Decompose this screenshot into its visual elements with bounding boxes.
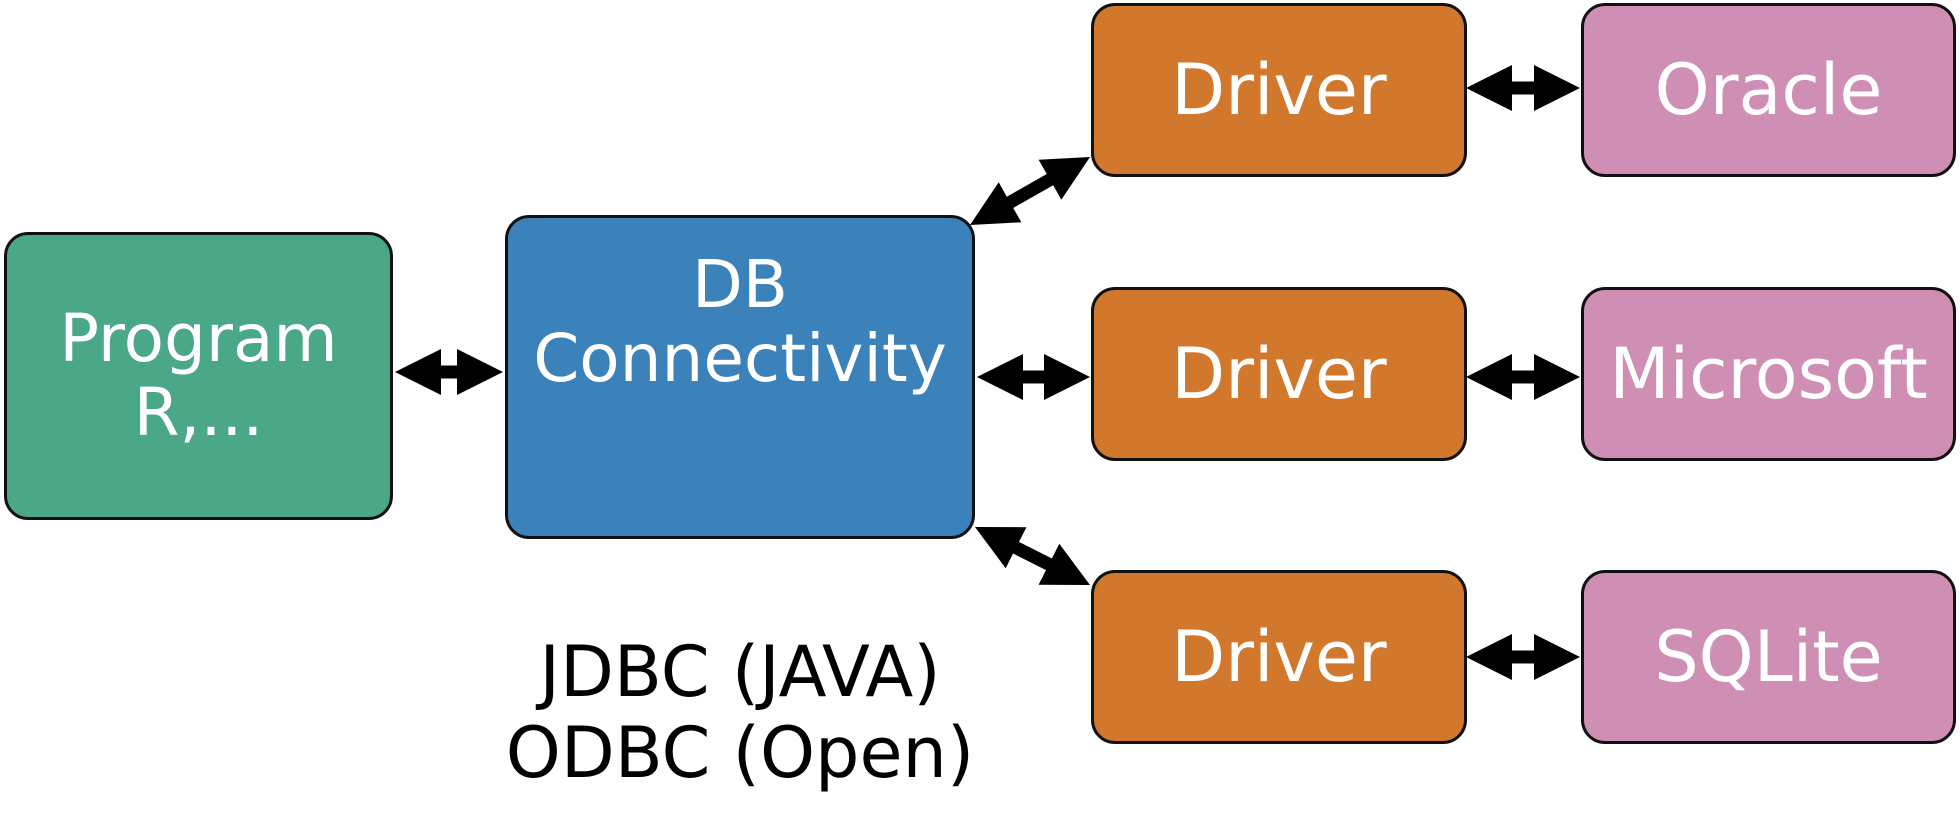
driver-label: Driver [1171,332,1387,415]
arrow-driver-3-to-sqlite [1466,634,1580,680]
api-caption: JDBC (JAVA) ODBC (Open) [440,631,1040,795]
oracle-label: Oracle [1654,48,1883,131]
db-connectivity-label-line1: DB [691,246,789,323]
arrow-driver-2-to-microsoft [1466,354,1580,400]
driver-node-1: Driver [1091,3,1467,177]
program-node: Program R,... [4,232,393,520]
driver-node-3: Driver [1091,570,1467,744]
sqlite-label: SQLite [1654,615,1883,698]
sqlite-node: SQLite [1581,570,1956,744]
driver-node-2: Driver [1091,287,1467,461]
arrow-program-to-db-connectivity [395,349,503,395]
program-label: Program [59,300,338,378]
arrow-db-connectivity-to-driver-2 [977,354,1090,400]
oracle-node: Oracle [1581,3,1956,177]
driver-label: Driver [1171,48,1387,131]
jdbc-caption: JDBC (JAVA) [539,631,941,713]
arrow-db-connectivity-to-driver-1 [970,157,1090,225]
program-sublabel: R,... [133,374,264,451]
microsoft-node: Microsoft [1581,287,1956,461]
db-connectivity-node: DB Connectivity [505,215,975,539]
arrow-driver-1-to-oracle [1466,65,1580,111]
microsoft-label: Microsoft [1609,332,1928,415]
driver-label: Driver [1171,615,1387,698]
arrow-db-connectivity-to-driver-3 [975,527,1090,585]
db-connectivity-label-line2: Connectivity [533,319,947,397]
odbc-caption: ODBC (Open) [505,712,975,795]
